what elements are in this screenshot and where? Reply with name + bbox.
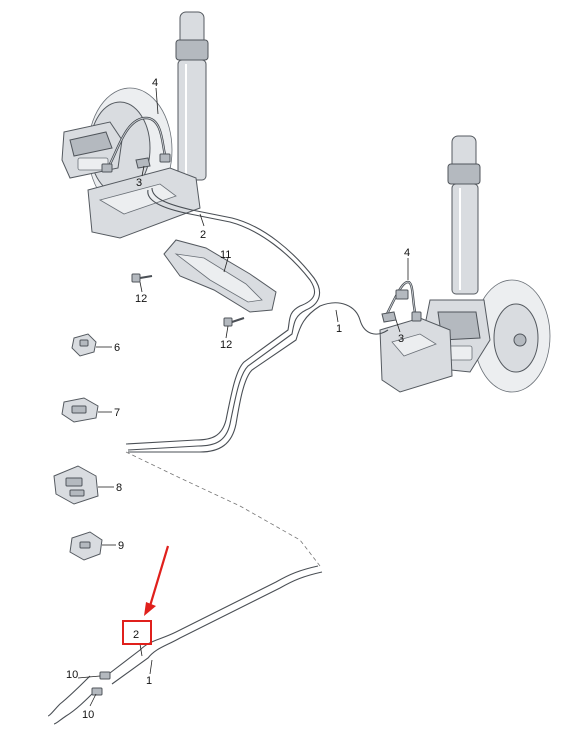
right-brake-disc (473, 279, 551, 393)
heat-shield (163, 239, 277, 313)
callout-1-lower: 1 (146, 675, 152, 687)
right-shock-absorber (447, 135, 481, 295)
pipe-union-10-b (91, 687, 103, 696)
left-clip-3 (135, 157, 151, 169)
clip-8 (53, 465, 99, 505)
pipe-break-dashes (125, 451, 321, 567)
callout-9: 9 (118, 540, 124, 552)
callout-11: 11 (220, 249, 231, 261)
callout-4-left: 4 (152, 77, 158, 89)
brake-pipe-1-upper (128, 302, 389, 453)
right-knuckle-bracket (379, 317, 453, 393)
callout-1-upper: 1 (336, 323, 342, 335)
callout-3-right: 3 (398, 333, 404, 345)
left-shock-absorber (175, 11, 209, 181)
pipe-union-10-a (99, 671, 111, 680)
callout-12-upper: 12 (135, 293, 147, 305)
right-brake-hose (384, 280, 422, 322)
highlight-annotation (122, 545, 170, 645)
left-brake-hose (101, 116, 171, 173)
left-knuckle-bracket (87, 167, 201, 239)
highlight-box (122, 620, 152, 645)
callout-3-left: 3 (136, 177, 142, 189)
clip-9 (69, 531, 103, 561)
clip-7 (61, 397, 99, 423)
bolt-12-lower (223, 317, 245, 327)
callout-2-upper: 2 (200, 229, 206, 241)
brake-pipe-lower (47, 565, 323, 725)
callout-7: 7 (114, 407, 120, 419)
callout-10-upper: 10 (66, 669, 78, 681)
clip-6 (71, 333, 97, 357)
callout-2-lower: 2 (133, 629, 139, 641)
callout-10-lower: 10 (82, 709, 94, 721)
brake-pipe-2-upper (125, 187, 321, 451)
callout-8: 8 (116, 482, 122, 494)
right-clip-3 (381, 311, 397, 323)
bolt-12-upper (131, 273, 153, 283)
callout-12-lower: 12 (220, 339, 232, 351)
callout-4-right: 4 (404, 247, 410, 259)
callout-6: 6 (114, 342, 120, 354)
